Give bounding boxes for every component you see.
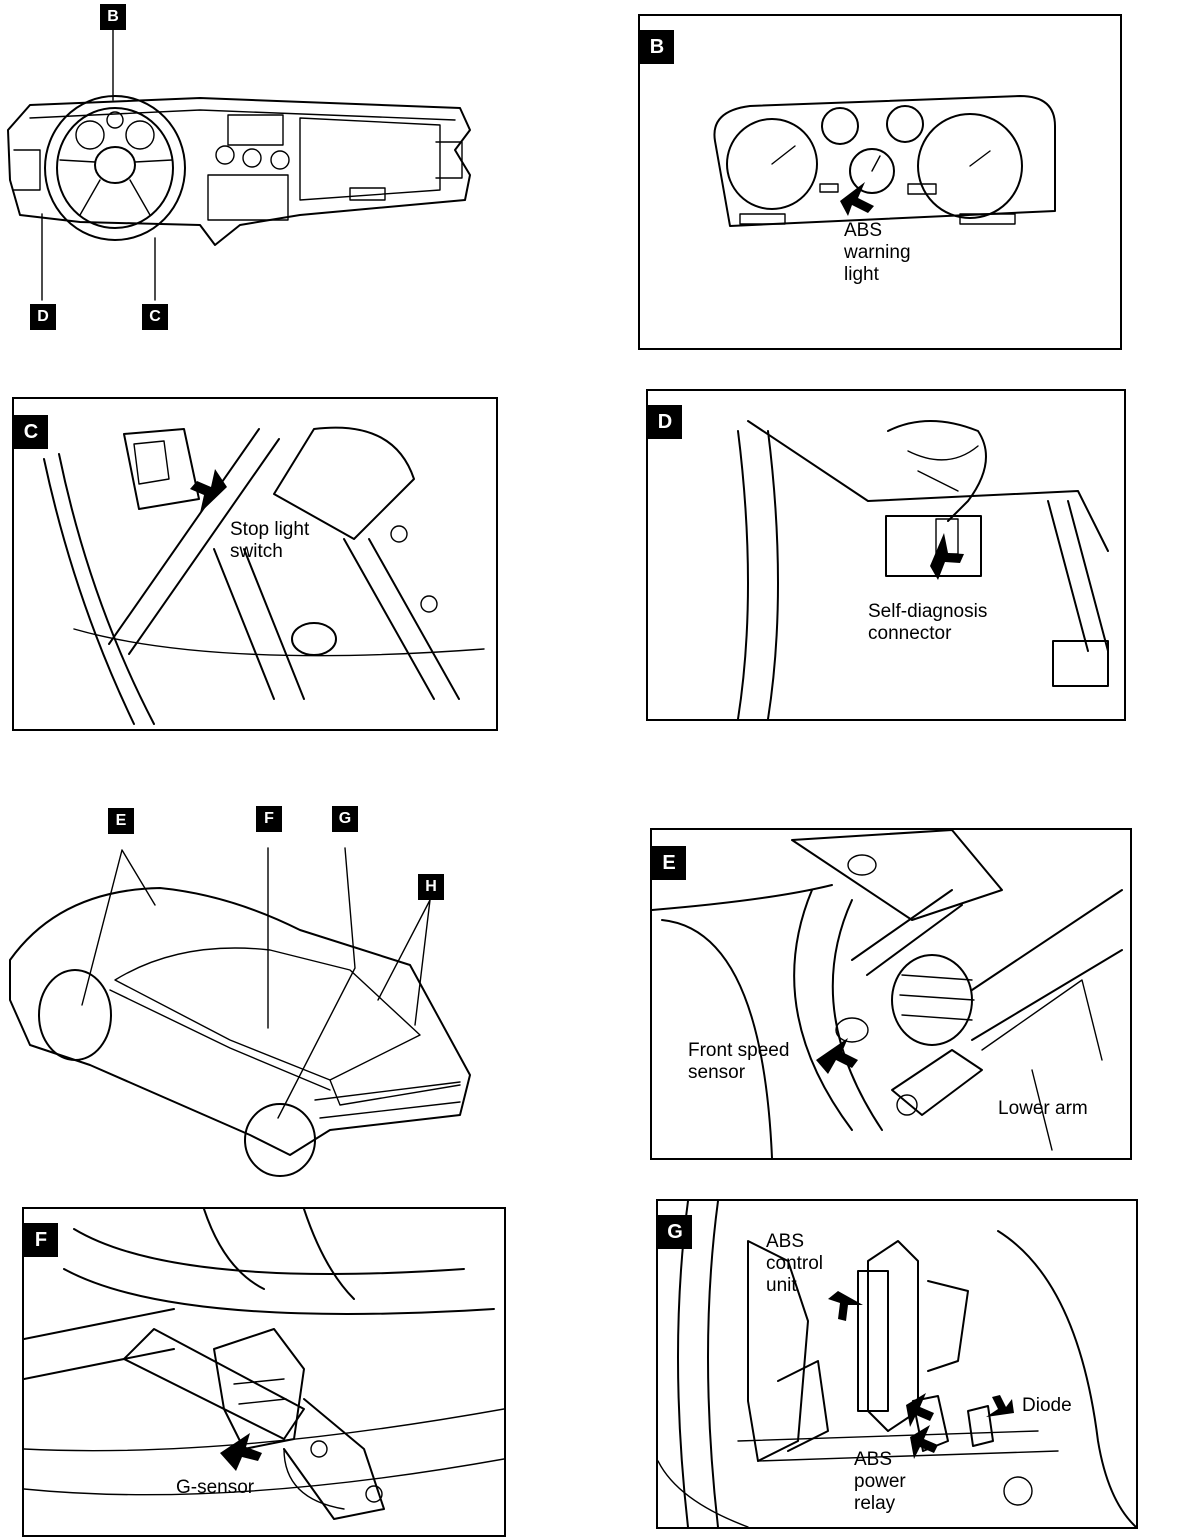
abs-warning-light-label: ABS warning light	[844, 220, 911, 285]
stop-light-switch-drawing	[43, 426, 485, 725]
self-diagnosis-connector-drawing	[737, 420, 1109, 719]
panel-c-stop-light-switch: C Stop light switch	[12, 397, 498, 731]
panel-tag: F	[24, 1223, 58, 1257]
car-overview: E F G H	[0, 800, 480, 1180]
car-drawing	[9, 847, 471, 1177]
callout-e: E	[108, 808, 134, 834]
panel-tag: B	[640, 30, 674, 64]
panel-tag: E	[652, 846, 686, 880]
panel-tag: C	[14, 415, 48, 449]
instrument-cluster-drawing	[713, 95, 1056, 227]
self-diagnosis-connector-label: Self-diagnosis connector	[868, 601, 988, 644]
lower-arm-label: Lower arm	[998, 1098, 1088, 1119]
panel-e-front-speed-sensor: E Front speed sensor Lower arm	[650, 828, 1132, 1160]
callout-d: D	[30, 304, 56, 330]
panel-tag: D	[648, 405, 682, 439]
panel-b-instrument-cluster: B ABS warning light	[638, 14, 1122, 350]
callout-f: F	[256, 806, 282, 832]
front-speed-sensor-drawing	[652, 830, 1123, 1158]
stop-light-switch-label: Stop light switch	[230, 519, 310, 562]
dashboard-overview: B C D	[0, 0, 480, 340]
panel-d-self-diagnosis-connector: D Self-diagnosis connector	[646, 389, 1126, 721]
panel-g-abs-control-unit: G ABS control unit Diode ABS power relay	[656, 1199, 1138, 1529]
abs-control-unit-label: ABS control unit	[766, 1231, 824, 1296]
panel-f-g-sensor: F G-sensor	[22, 1207, 506, 1537]
g-sensor-drawing	[24, 1209, 504, 1520]
g-sensor-label: G-sensor	[176, 1477, 255, 1498]
panel-tag: G	[658, 1215, 692, 1249]
callout-g: G	[332, 806, 358, 832]
diode-label: Diode	[1022, 1395, 1072, 1416]
dashboard-drawing	[7, 29, 471, 301]
callout-h: H	[418, 874, 444, 900]
callout-b: B	[100, 4, 126, 30]
abs-power-relay-label: ABS power relay	[854, 1449, 906, 1514]
front-speed-sensor-label: Front speed sensor	[688, 1040, 790, 1083]
callout-c: C	[142, 304, 168, 330]
